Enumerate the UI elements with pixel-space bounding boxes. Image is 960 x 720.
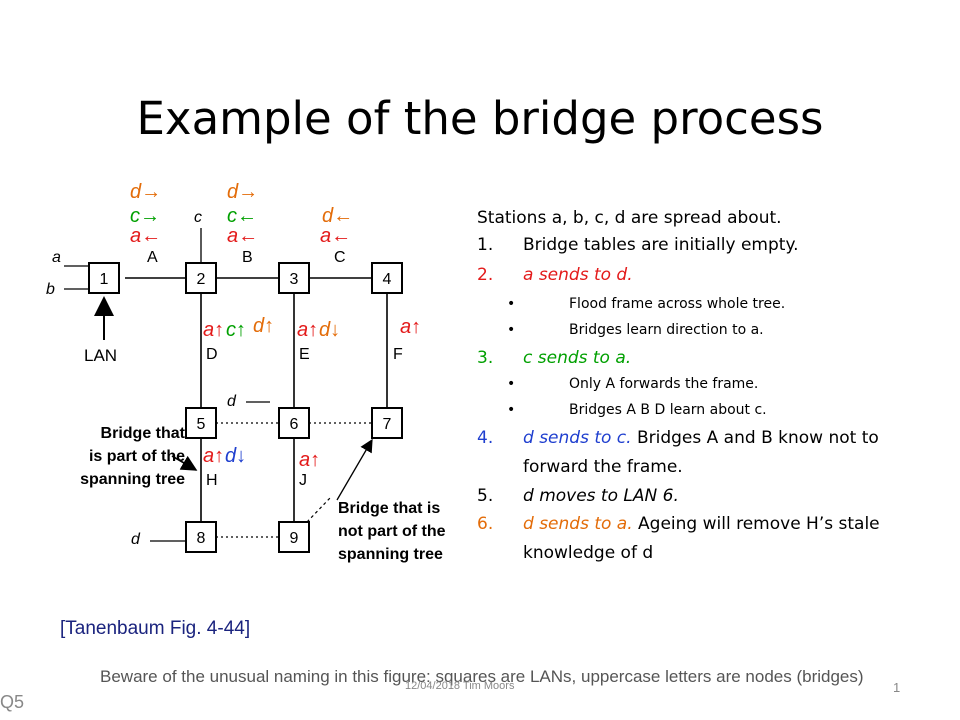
lan-number: 7 [383, 416, 392, 433]
lan-box-3 [278, 262, 310, 294]
step-number: 5. [477, 486, 494, 506]
step-number: 3. [477, 348, 494, 368]
ann-E-d: d↓ [319, 319, 340, 341]
ann-B-d: d→ [227, 181, 258, 203]
lan-number: 4 [383, 271, 392, 288]
step-2-sub-1: • Flood frame across whole tree. [507, 296, 786, 312]
step-5: 5. d moves to LAN 6. [477, 486, 679, 506]
lan-number: 2 [197, 271, 206, 288]
citation: [Tanenbaum Fig. 4-44] [60, 618, 251, 639]
lan-box-8 [185, 521, 217, 553]
lan-label: LAN [84, 346, 117, 365]
non-tree-links [216, 422, 372, 538]
step-number: 2. [477, 265, 494, 285]
callout-left: Bridge that is part of the spanning tree [80, 425, 186, 488]
callout-left-line: Bridge that [101, 425, 186, 442]
slide-label: Q5 [0, 692, 25, 712]
lan-number: 8 [197, 530, 206, 547]
callout-right: Bridge that is not part of the spanning … [338, 500, 446, 563]
step-3-sub-1: • Only A forwards the frame. [507, 376, 759, 392]
step-number: 1. [477, 235, 494, 255]
ann-A-c: c→ [130, 205, 160, 227]
step-6: 6. d sends to a. Ageing will remove H’s … [477, 514, 880, 534]
ann-F-a: a↑ [400, 316, 421, 338]
lan-box-2 [185, 262, 217, 294]
ann-A-d: d→ [130, 181, 161, 203]
callout-right-arrow [336, 438, 373, 501]
lan-box-9 [278, 521, 310, 553]
step-3-sub-2: • Bridges A B D learn about c. [507, 402, 767, 418]
station-label-b: b [46, 281, 55, 298]
ann-D-d: d↑ [253, 315, 274, 337]
annotations: d→ c→ a← d→ c← a← d← a← a↑ c↑ d↑ a↑ d↓ a… [130, 181, 421, 471]
station-label-d-lower: d [131, 531, 141, 548]
callout-left-line: is part of the [89, 448, 185, 465]
lan-box-4 [371, 262, 403, 294]
lan-number: 5 [197, 416, 206, 433]
intro-line: Stations a, b, c, d are spread about. [477, 208, 782, 228]
lan-number: 1 [100, 271, 109, 288]
bridge-label-E: E [299, 346, 310, 363]
step-number: 4. [477, 428, 494, 448]
lan-boxes [88, 262, 403, 553]
lan-box-7 [371, 407, 403, 439]
station-labels: a b c d d [46, 209, 237, 548]
callout-right-dash [306, 497, 331, 523]
callout-left-arrow [171, 455, 198, 471]
lan-box-1 [88, 262, 120, 294]
step-3: 3. c sends to a. [477, 348, 632, 368]
lan-numbers: 1 2 3 4 5 6 7 8 9 [100, 271, 392, 547]
step-2: 2. a sends to d. [477, 265, 633, 285]
bridge-label-H: H [206, 472, 218, 489]
bridge-label-A: A [147, 249, 158, 266]
callout-right-line: not part of the [338, 523, 446, 540]
ann-B-c: c← [227, 205, 257, 227]
bridge-labels: A B C D E F H J [147, 249, 403, 489]
bridge-label-D: D [206, 346, 218, 363]
station-label-c: c [194, 209, 202, 226]
ann-D-a: a↑ [203, 319, 224, 341]
spanning-tree-links [125, 277, 388, 522]
station-label-d-upper: d [227, 393, 237, 410]
step-6-continued: knowledge of d [523, 543, 654, 563]
step-4-continued: forward the frame. [523, 457, 683, 477]
callout-left-line: spanning tree [80, 471, 185, 488]
callout-right-line: spanning tree [338, 546, 443, 563]
lan-box-5 [185, 407, 217, 439]
callout-right-line: Bridge that is [338, 500, 440, 517]
ann-A-a: a← [130, 225, 161, 247]
step-2-sub-2: • Bridges learn direction to a. [507, 322, 764, 338]
footer-date: 12/04/2018 Tim Moors [405, 680, 515, 692]
station-label-a: a [52, 249, 61, 266]
naming-warning: Beware of the unusual naming in this fig… [100, 667, 864, 686]
step-number: 6. [477, 514, 494, 534]
bridge-label-J: J [299, 472, 307, 489]
slide-title: Example of the bridge process [136, 92, 824, 145]
ann-H-d: d↓ [225, 445, 246, 467]
ann-H-a: a↑ [203, 445, 224, 467]
ann-C-d: d← [322, 205, 353, 227]
ann-B-a: a← [227, 225, 258, 247]
lan-number: 6 [290, 416, 299, 433]
ann-D-c: c↑ [226, 319, 246, 341]
bridge-label-C: C [334, 249, 346, 266]
ann-C-a: a← [320, 225, 351, 247]
step-1: 1. Bridge tables are initially empty. [477, 235, 799, 255]
bridge-label-B: B [242, 249, 253, 266]
lan-box-6 [278, 407, 310, 439]
step-4: 4. d sends to c. Bridges A and B know no… [477, 428, 879, 448]
page-number: 1 [893, 680, 901, 695]
bridge-label-F: F [393, 346, 403, 363]
lan-number: 9 [290, 530, 299, 547]
ann-E-a: a↑ [297, 319, 318, 341]
lan-number: 3 [290, 271, 299, 288]
ann-J-a: a↑ [299, 449, 320, 471]
